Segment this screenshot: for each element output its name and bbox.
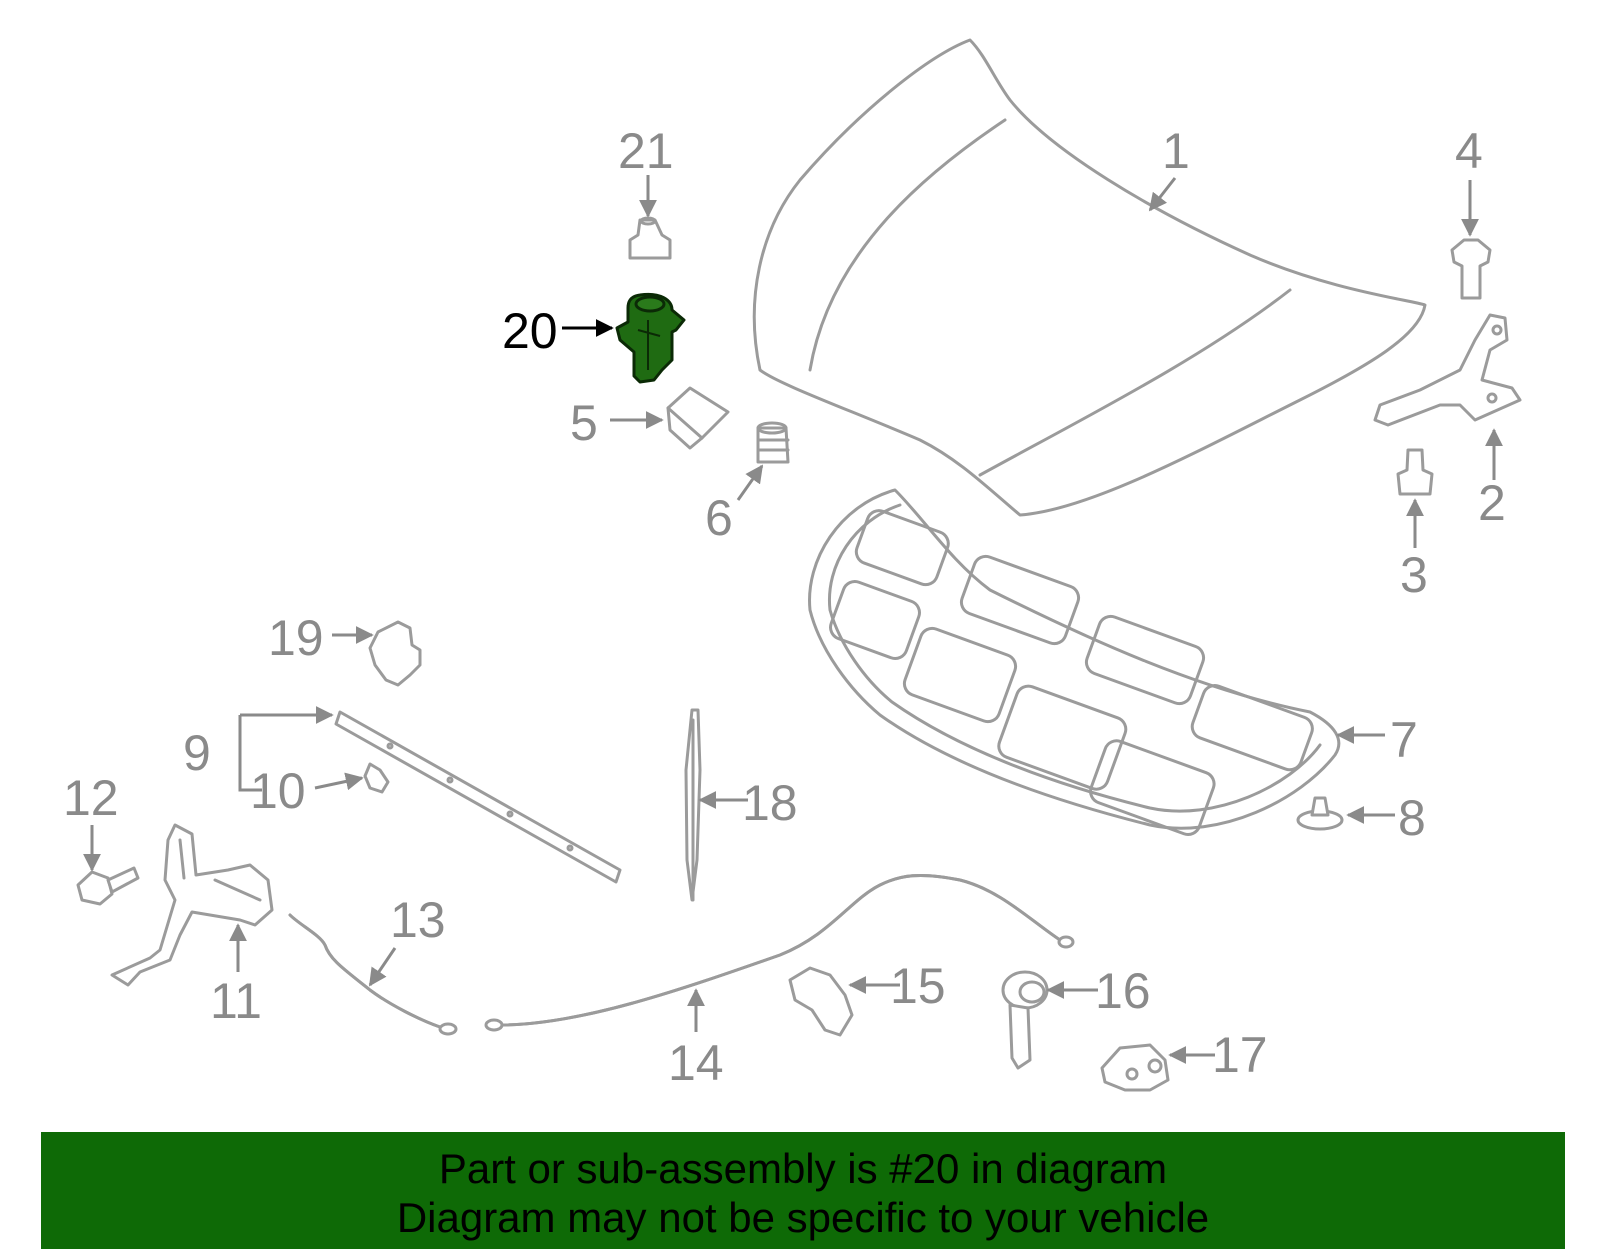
label-10: 10 (250, 763, 306, 819)
hood-hinge-part (1373, 313, 1522, 427)
highlighted-part-20 (615, 292, 686, 384)
label-20: 20 (502, 303, 558, 359)
hood-part (752, 38, 1427, 517)
seal-strip-9-part (334, 710, 622, 884)
clip-8-part (1296, 796, 1344, 831)
bolt-12-part (76, 866, 140, 906)
label-6: 6 (705, 490, 733, 546)
label-21: 21 (618, 123, 674, 179)
label-5: 5 (570, 395, 598, 451)
caption-line-2: Diagram may not be specific to your vehi… (396, 1194, 1210, 1241)
leader-arrows (83, 175, 1503, 1064)
callout-labels: 1 2 3 4 5 6 7 8 9 10 11 12 13 14 15 16 1… (63, 123, 1506, 1091)
label-12: 12 (63, 770, 119, 826)
hood-bumper-21-part (628, 216, 672, 260)
release-handle-16-part (1001, 970, 1049, 1070)
label-8: 8 (1398, 790, 1426, 846)
label-1: 1 (1162, 123, 1190, 179)
label-3: 3 (1400, 547, 1428, 603)
label-14: 14 (668, 1035, 724, 1091)
cable-13-part (288, 913, 458, 1036)
clip-15-part (788, 966, 854, 1037)
label-7: 7 (1390, 712, 1418, 768)
clip-10-part (363, 762, 390, 794)
caption-line-1: Part or sub-assembly is #20 in diagram (438, 1145, 1168, 1192)
label-11: 11 (210, 973, 262, 1029)
label-16: 16 (1095, 963, 1151, 1019)
label-18: 18 (742, 775, 798, 831)
label-13: 13 (390, 892, 446, 948)
pad-5-part (666, 386, 730, 450)
label-17: 17 (1212, 1027, 1268, 1083)
label-4: 4 (1455, 123, 1483, 179)
label-19: 19 (268, 610, 324, 666)
latch-17-part (1100, 1043, 1170, 1092)
label-15: 15 (890, 958, 946, 1014)
label-9: 9 (183, 725, 211, 781)
bumper-6-part (756, 421, 790, 464)
hood-insulator-part (808, 488, 1341, 836)
bolt-3-part (1396, 448, 1434, 496)
release-cable-14-part (484, 873, 1075, 1032)
clip-19-part (368, 620, 422, 687)
latch-bracket-11-part (110, 823, 274, 987)
label-2: 2 (1478, 475, 1506, 531)
support-rod-18-part (684, 708, 702, 902)
caption-banner: Part or sub-assembly is #20 in diagram D… (41, 1132, 1565, 1249)
bolt-4-part (1450, 238, 1492, 300)
